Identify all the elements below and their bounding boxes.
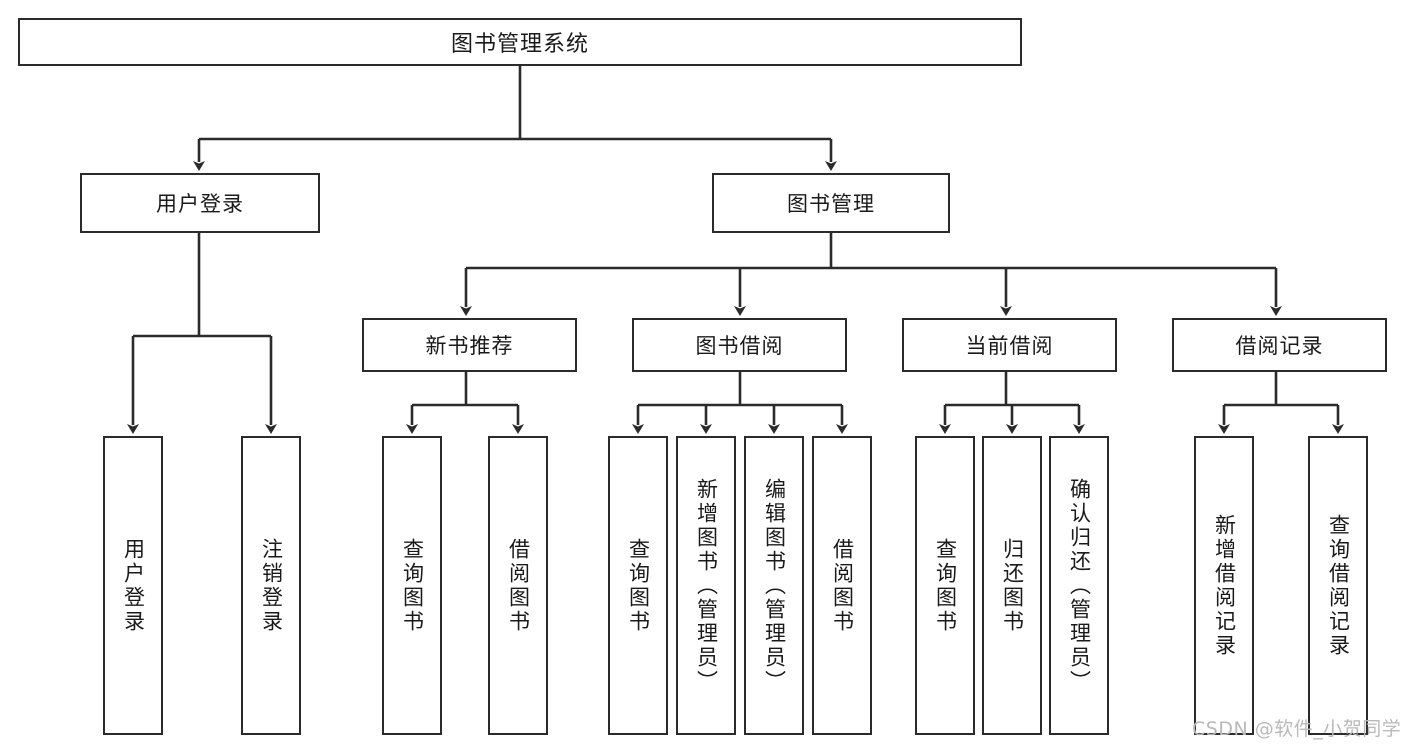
leaf-recommend-borrow-book[interactable]: 借阅图书 [488, 436, 548, 735]
leaf-borrow-borrow-book[interactable]: 借阅图书 [812, 436, 872, 735]
node-book-management[interactable]: 图书管理 [712, 173, 950, 233]
node-new-book-recommend[interactable]: 新书推荐 [362, 318, 577, 372]
leaf-current-query-book[interactable]: 查询图书 [915, 436, 975, 735]
node-book-borrow[interactable]: 图书借阅 [632, 318, 847, 372]
leaf-borrow-edit-book-admin[interactable]: 编辑图书（管理员） [744, 436, 804, 735]
node-borrow-records[interactable]: 借阅记录 [1172, 318, 1387, 372]
node-current-borrow[interactable]: 当前借阅 [902, 318, 1117, 372]
node-user-login[interactable]: 用户登录 [80, 173, 320, 233]
leaf-records-query-record[interactable]: 查询借阅记录 [1308, 436, 1368, 735]
leaf-user-login-logout[interactable]: 注销登录 [241, 436, 301, 735]
leaf-user-login-login[interactable]: 用户登录 [103, 436, 163, 735]
node-root-system[interactable]: 图书管理系统 [18, 18, 1022, 66]
leaf-borrow-add-book-admin[interactable]: 新增图书（管理员） [676, 436, 736, 735]
leaf-current-return-book[interactable]: 归还图书 [982, 436, 1042, 735]
csdn-watermark: CSDN @软件_小贺同学 [1192, 718, 1402, 740]
leaf-current-confirm-return-admin[interactable]: 确认归还（管理员） [1049, 436, 1109, 735]
leaf-borrow-query-book[interactable]: 查询图书 [608, 436, 668, 735]
leaf-recommend-query-book[interactable]: 查询图书 [382, 436, 442, 735]
leaf-records-add-record[interactable]: 新增借阅记录 [1194, 436, 1254, 735]
